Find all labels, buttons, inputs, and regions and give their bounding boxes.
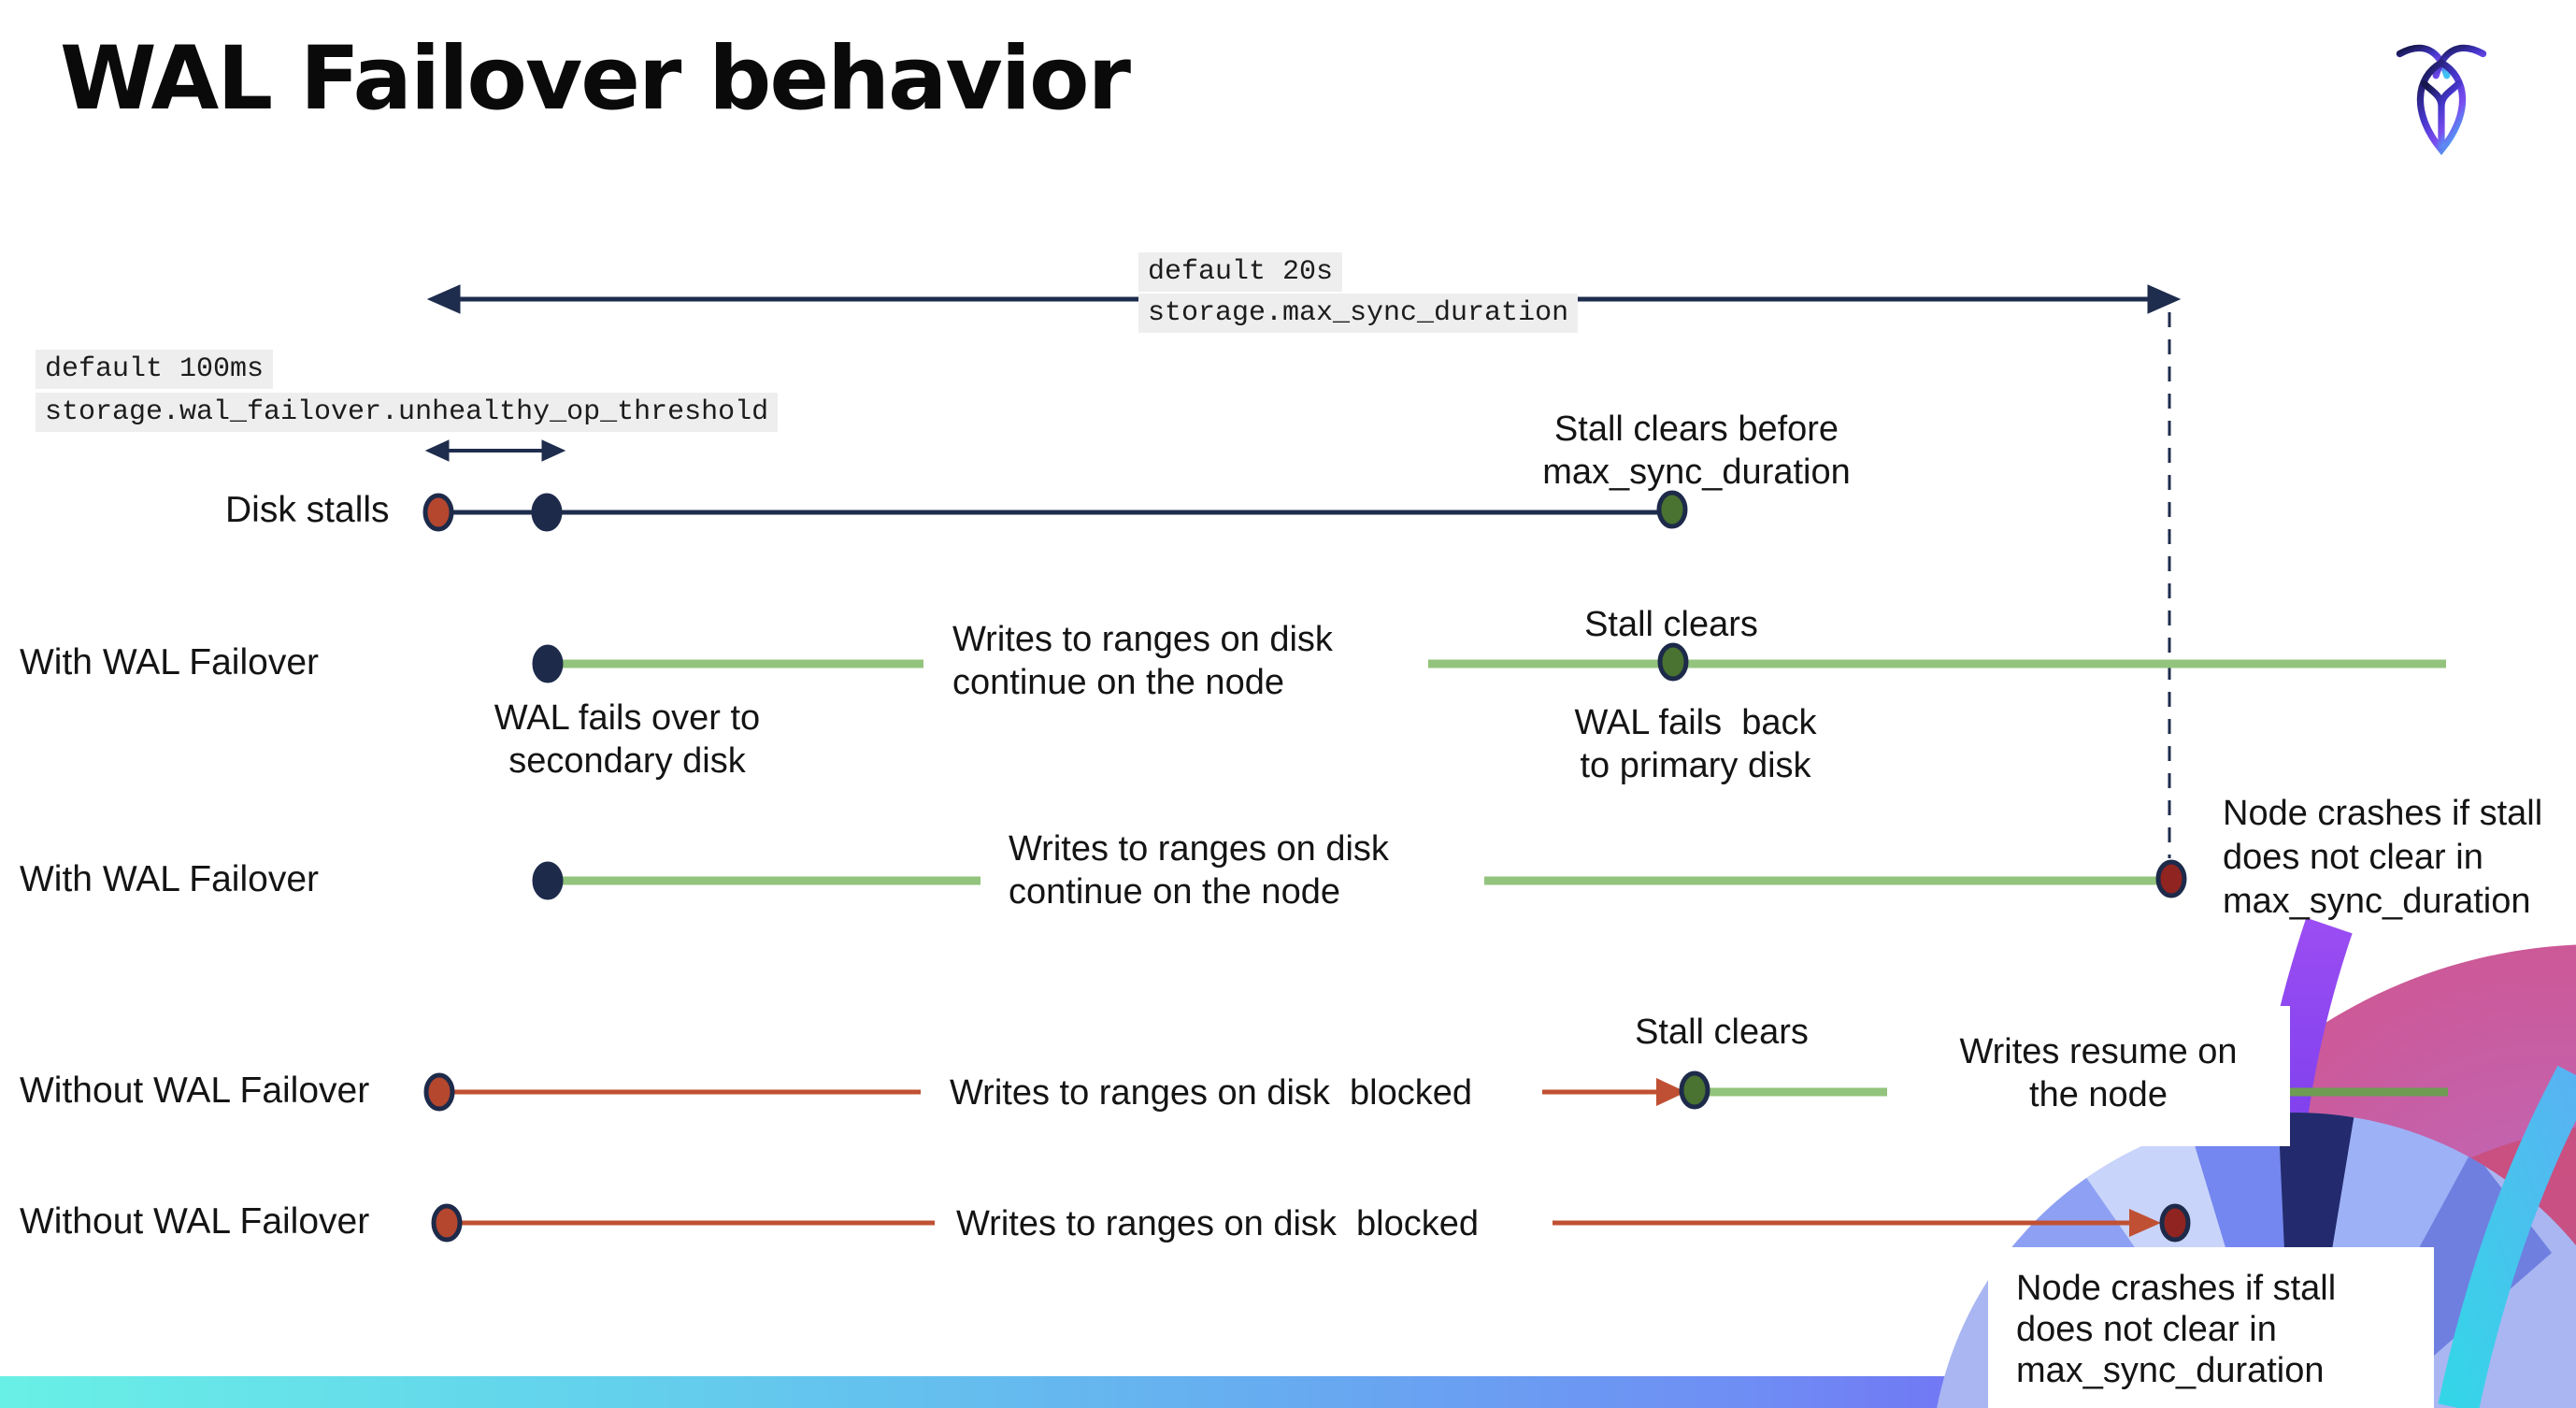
row3-writes-continue-text: Writes to ranges on disk continue on the… xyxy=(1009,829,1389,912)
row5-stall-dot xyxy=(431,1203,463,1243)
wal-fails-back-text: WAL fails back to primary disk xyxy=(1574,703,1817,785)
row5-node-crashes-box: Node crashes if stall does not clear in … xyxy=(1988,1247,2434,1408)
threshold-setting-label: storage.wal_failover.unhealthy_op_thresh… xyxy=(36,393,779,432)
writes-resume-text: Writes resume on the node xyxy=(1907,1006,2290,1146)
row5-red-arrowhead xyxy=(2129,1209,2161,1237)
row2-label: With WAL Failover xyxy=(20,642,319,682)
row4-clear-dot xyxy=(1679,1070,1710,1110)
row5-label: Without WAL Failover xyxy=(20,1201,370,1242)
row4-label: Without WAL Failover xyxy=(20,1070,370,1111)
row4-red-arrowhead xyxy=(1656,1078,1686,1106)
row3-node-crashes-text: Node crashes if stall does not clear in … xyxy=(2223,794,2543,921)
max-sync-setting-label: storage.max_sync_duration xyxy=(1138,294,1579,333)
row2-stall-clears-text: Stall clears xyxy=(1584,605,1758,644)
arrowhead-left xyxy=(426,284,461,314)
wal-fails-over-text: WAL fails over to secondary disk xyxy=(494,698,761,781)
arrowhead-right xyxy=(2147,284,2182,314)
row5-writes-blocked-text: Writes to ranges on disk blocked xyxy=(956,1204,1480,1243)
page-title: WAL Failover behavior xyxy=(60,28,1131,130)
row3-failover-dot xyxy=(532,861,564,900)
row1-failover-dot xyxy=(531,493,563,532)
stall-clears-before-text: Stall clears before max_sync_duration xyxy=(1542,409,1851,492)
row2-failover-dot xyxy=(532,644,564,683)
row2-writes-continue-text: Writes to ranges on disk continue on the… xyxy=(952,620,1333,702)
row5-crash-dot xyxy=(2159,1203,2191,1243)
row4-stall-clears-text: Stall clears xyxy=(1635,1013,1809,1052)
cockroachdb-logo-icon xyxy=(2396,44,2487,155)
threshold-arrow xyxy=(424,439,566,462)
max-sync-default-label: default 20s xyxy=(1138,252,1343,292)
row4-writes-blocked-text: Writes to ranges on disk blocked xyxy=(950,1073,1473,1113)
row4-stall-dot xyxy=(423,1072,455,1112)
row3-label: With WAL Failover xyxy=(20,859,319,899)
row2-clear-dot xyxy=(1657,642,1689,682)
threshold-default-label: default 100ms xyxy=(36,350,274,389)
row1-label: Disk stalls xyxy=(225,490,390,530)
row1-clear-dot xyxy=(1656,490,1688,529)
row1-stall-start-dot xyxy=(422,493,454,532)
row3-crash-dot xyxy=(2155,859,2187,898)
art-cyan-arc xyxy=(2438,1065,2576,1408)
